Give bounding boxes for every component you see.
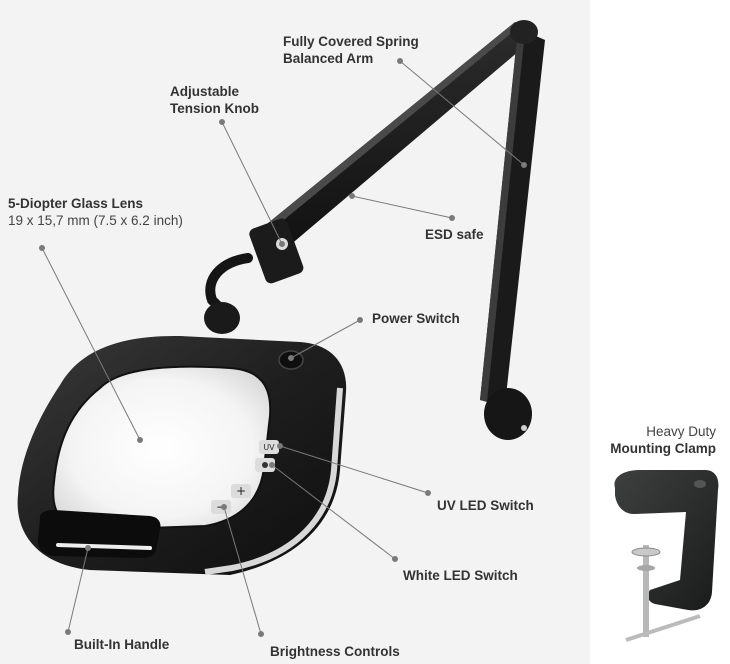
svg-text:UV: UV xyxy=(263,443,275,452)
spring-arm-line1: Fully Covered Spring xyxy=(283,34,419,49)
lens-dimensions: 19 x 15,7 mm (7.5 x 6.2 inch) xyxy=(8,213,183,228)
esd-callout: ESD safe xyxy=(425,226,484,243)
white-led-label: White LED Switch xyxy=(403,568,518,583)
leader-lines xyxy=(39,58,527,637)
power-switch-callout: Power Switch xyxy=(372,310,460,327)
spring-arm-line2: Balanced Arm xyxy=(283,51,374,66)
mounting-clamp-illustration xyxy=(614,470,719,642)
svg-text:+: + xyxy=(236,484,246,498)
uv-led-callout: UV LED Switch xyxy=(437,497,534,514)
uv-led-button xyxy=(259,440,279,454)
uv-led-label: UV LED Switch xyxy=(437,498,534,513)
clamp-line2: Mounting Clamp xyxy=(610,441,716,456)
lens-callout: 5-Diopter Glass Lens 19 x 15,7 mm (7.5 x… xyxy=(8,195,183,229)
tension-knob-line2: Tension Knob xyxy=(170,101,259,116)
brightness-callout: Brightness Controls xyxy=(270,643,400,660)
brightness-up-button xyxy=(231,484,251,498)
tension-knob-callout: Adjustable Tension Knob xyxy=(170,83,259,117)
power-switch-label: Power Switch xyxy=(372,311,460,326)
brightness-label: Brightness Controls xyxy=(270,644,400,659)
esd-label: ESD safe xyxy=(425,227,484,242)
lens-title: 5-Diopter Glass Lens xyxy=(8,196,144,211)
clamp-line1: Heavy Duty xyxy=(646,424,716,439)
white-led-callout: White LED Switch xyxy=(403,567,518,584)
magnifier-head: UV + − xyxy=(17,335,347,575)
spring-balanced-arm xyxy=(262,20,545,440)
handle-callout: Built-In Handle xyxy=(74,636,169,653)
spring-arm-callout: Fully Covered Spring Balanced Arm xyxy=(283,33,419,67)
tension-knob-joint xyxy=(204,218,304,334)
handle-label: Built-In Handle xyxy=(74,637,170,652)
clamp-callout: Heavy Duty Mounting Clamp xyxy=(586,423,716,457)
tension-knob-line1: Adjustable xyxy=(170,84,240,99)
